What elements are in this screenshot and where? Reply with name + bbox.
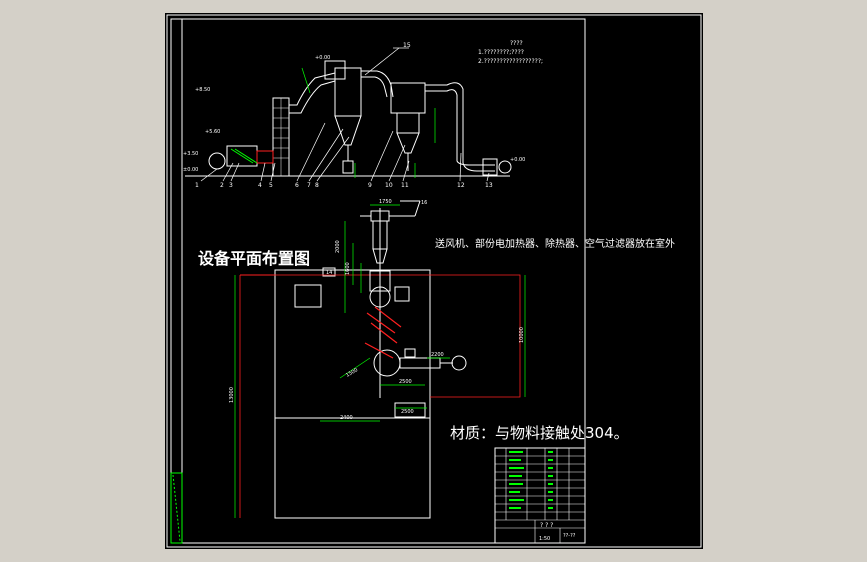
part-number: 16 (421, 200, 427, 206)
equipment-14 (294, 284, 322, 308)
dim-text: 1500 (345, 367, 359, 379)
item-number: 15 (403, 42, 411, 49)
outer-frame (166, 14, 702, 548)
parts-list-frame (494, 447, 586, 544)
title-block: ? ? ? ??-?? 1:50 (494, 447, 586, 544)
material-note: 材质：与物料接触处304。 (450, 424, 629, 442)
technical-notes: ???? 1.????????;???? 2.?????????????????… (478, 40, 543, 65)
plan-title: 设备平面布置图 (198, 249, 310, 268)
dim-text: 2200 (431, 352, 444, 358)
room-outline (274, 269, 431, 519)
item-number: 3 (229, 182, 233, 189)
drawing-svg: +8.50 +5.60 +3.50 ±0.00 +0.00 +0.00 1 2 … (166, 14, 702, 548)
item-number: 13 (485, 182, 493, 189)
note-line: 1.????????;???? (478, 49, 524, 56)
item-number: 10 (385, 182, 393, 189)
dim-text: 2400 (340, 415, 353, 421)
item-number: 1 (195, 182, 199, 189)
elev-label: +5.60 (205, 129, 220, 135)
dim-text: 10000 (519, 327, 525, 343)
dim-text: 13000 (229, 387, 235, 403)
note-line: 2.??????????????????; (478, 58, 543, 65)
elevation-view: +8.50 +5.60 +3.50 ±0.00 +0.00 +0.00 1 2 … (183, 42, 525, 189)
item-number: 9 (368, 182, 372, 189)
part-number: 14 (326, 270, 332, 276)
dim-text: 1600 (345, 262, 351, 275)
plan-view: 14 (229, 199, 526, 519)
dim-text: 2500 (399, 379, 412, 385)
elev-label: +0.00 (315, 55, 330, 61)
item-number: 7 (307, 182, 311, 189)
elev-label: +3.50 (183, 151, 198, 157)
elev-label: +8.50 (195, 87, 210, 93)
outdoor-note: 送风机、部份电加热器、除热器、空气过滤器放在室外 (435, 237, 675, 250)
dim-text: 2500 (401, 409, 414, 415)
dim-text: 1750 (379, 199, 392, 205)
left-stamp-box (170, 472, 183, 544)
inner-frame (170, 18, 586, 544)
item-number: 8 (315, 182, 319, 189)
drawing-scale: 1:50 (539, 536, 550, 542)
item-number: 12 (457, 182, 465, 189)
item-number: 11 (401, 182, 409, 189)
item-number: 5 (269, 182, 273, 189)
item-number: 4 (258, 182, 262, 189)
item-number: 2 (220, 182, 224, 189)
drawing-code: ??-?? (563, 533, 576, 539)
elev-label: ±0.00 (183, 167, 198, 173)
elev-label: +0.00 (510, 157, 525, 163)
drawing-sheet: +8.50 +5.60 +3.50 ±0.00 +0.00 +0.00 1 2 … (165, 13, 703, 549)
item-number: 6 (295, 182, 299, 189)
drawing-name: ? ? ? (540, 522, 553, 529)
dim-text: 2000 (335, 240, 341, 253)
notes-title: ???? (510, 40, 523, 47)
